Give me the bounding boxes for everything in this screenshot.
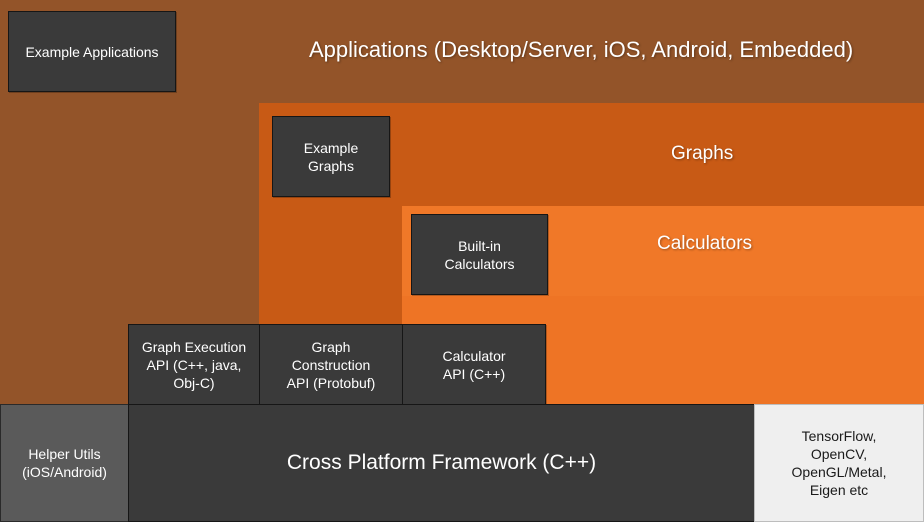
cross-platform-framework-box: Cross Platform Framework (C++) xyxy=(128,404,755,522)
graph-construction-api-box: Graph Construction API (Protobuf) xyxy=(259,324,403,405)
graphs-title: Graphs xyxy=(671,143,734,164)
helper-utils-box: Helper Utils (iOS/Android) xyxy=(0,404,129,522)
builtin-calculators-box: Built-in Calculators xyxy=(411,214,548,295)
applications-title: Applications (Desktop/Server, iOS, Andro… xyxy=(309,37,854,62)
graph-execution-api-box: Graph Execution API (C++, java, Obj-C) xyxy=(128,324,260,405)
example-graphs-box: Example Graphs xyxy=(272,116,390,197)
example-applications-box: Example Applications xyxy=(8,11,176,92)
calculators-title: Calculators xyxy=(657,233,753,254)
calculator-api-box: Calculator API (C++) xyxy=(402,324,546,405)
third-party-libraries-box: TensorFlow, OpenCV, OpenGL/Metal, Eigen … xyxy=(754,404,924,522)
